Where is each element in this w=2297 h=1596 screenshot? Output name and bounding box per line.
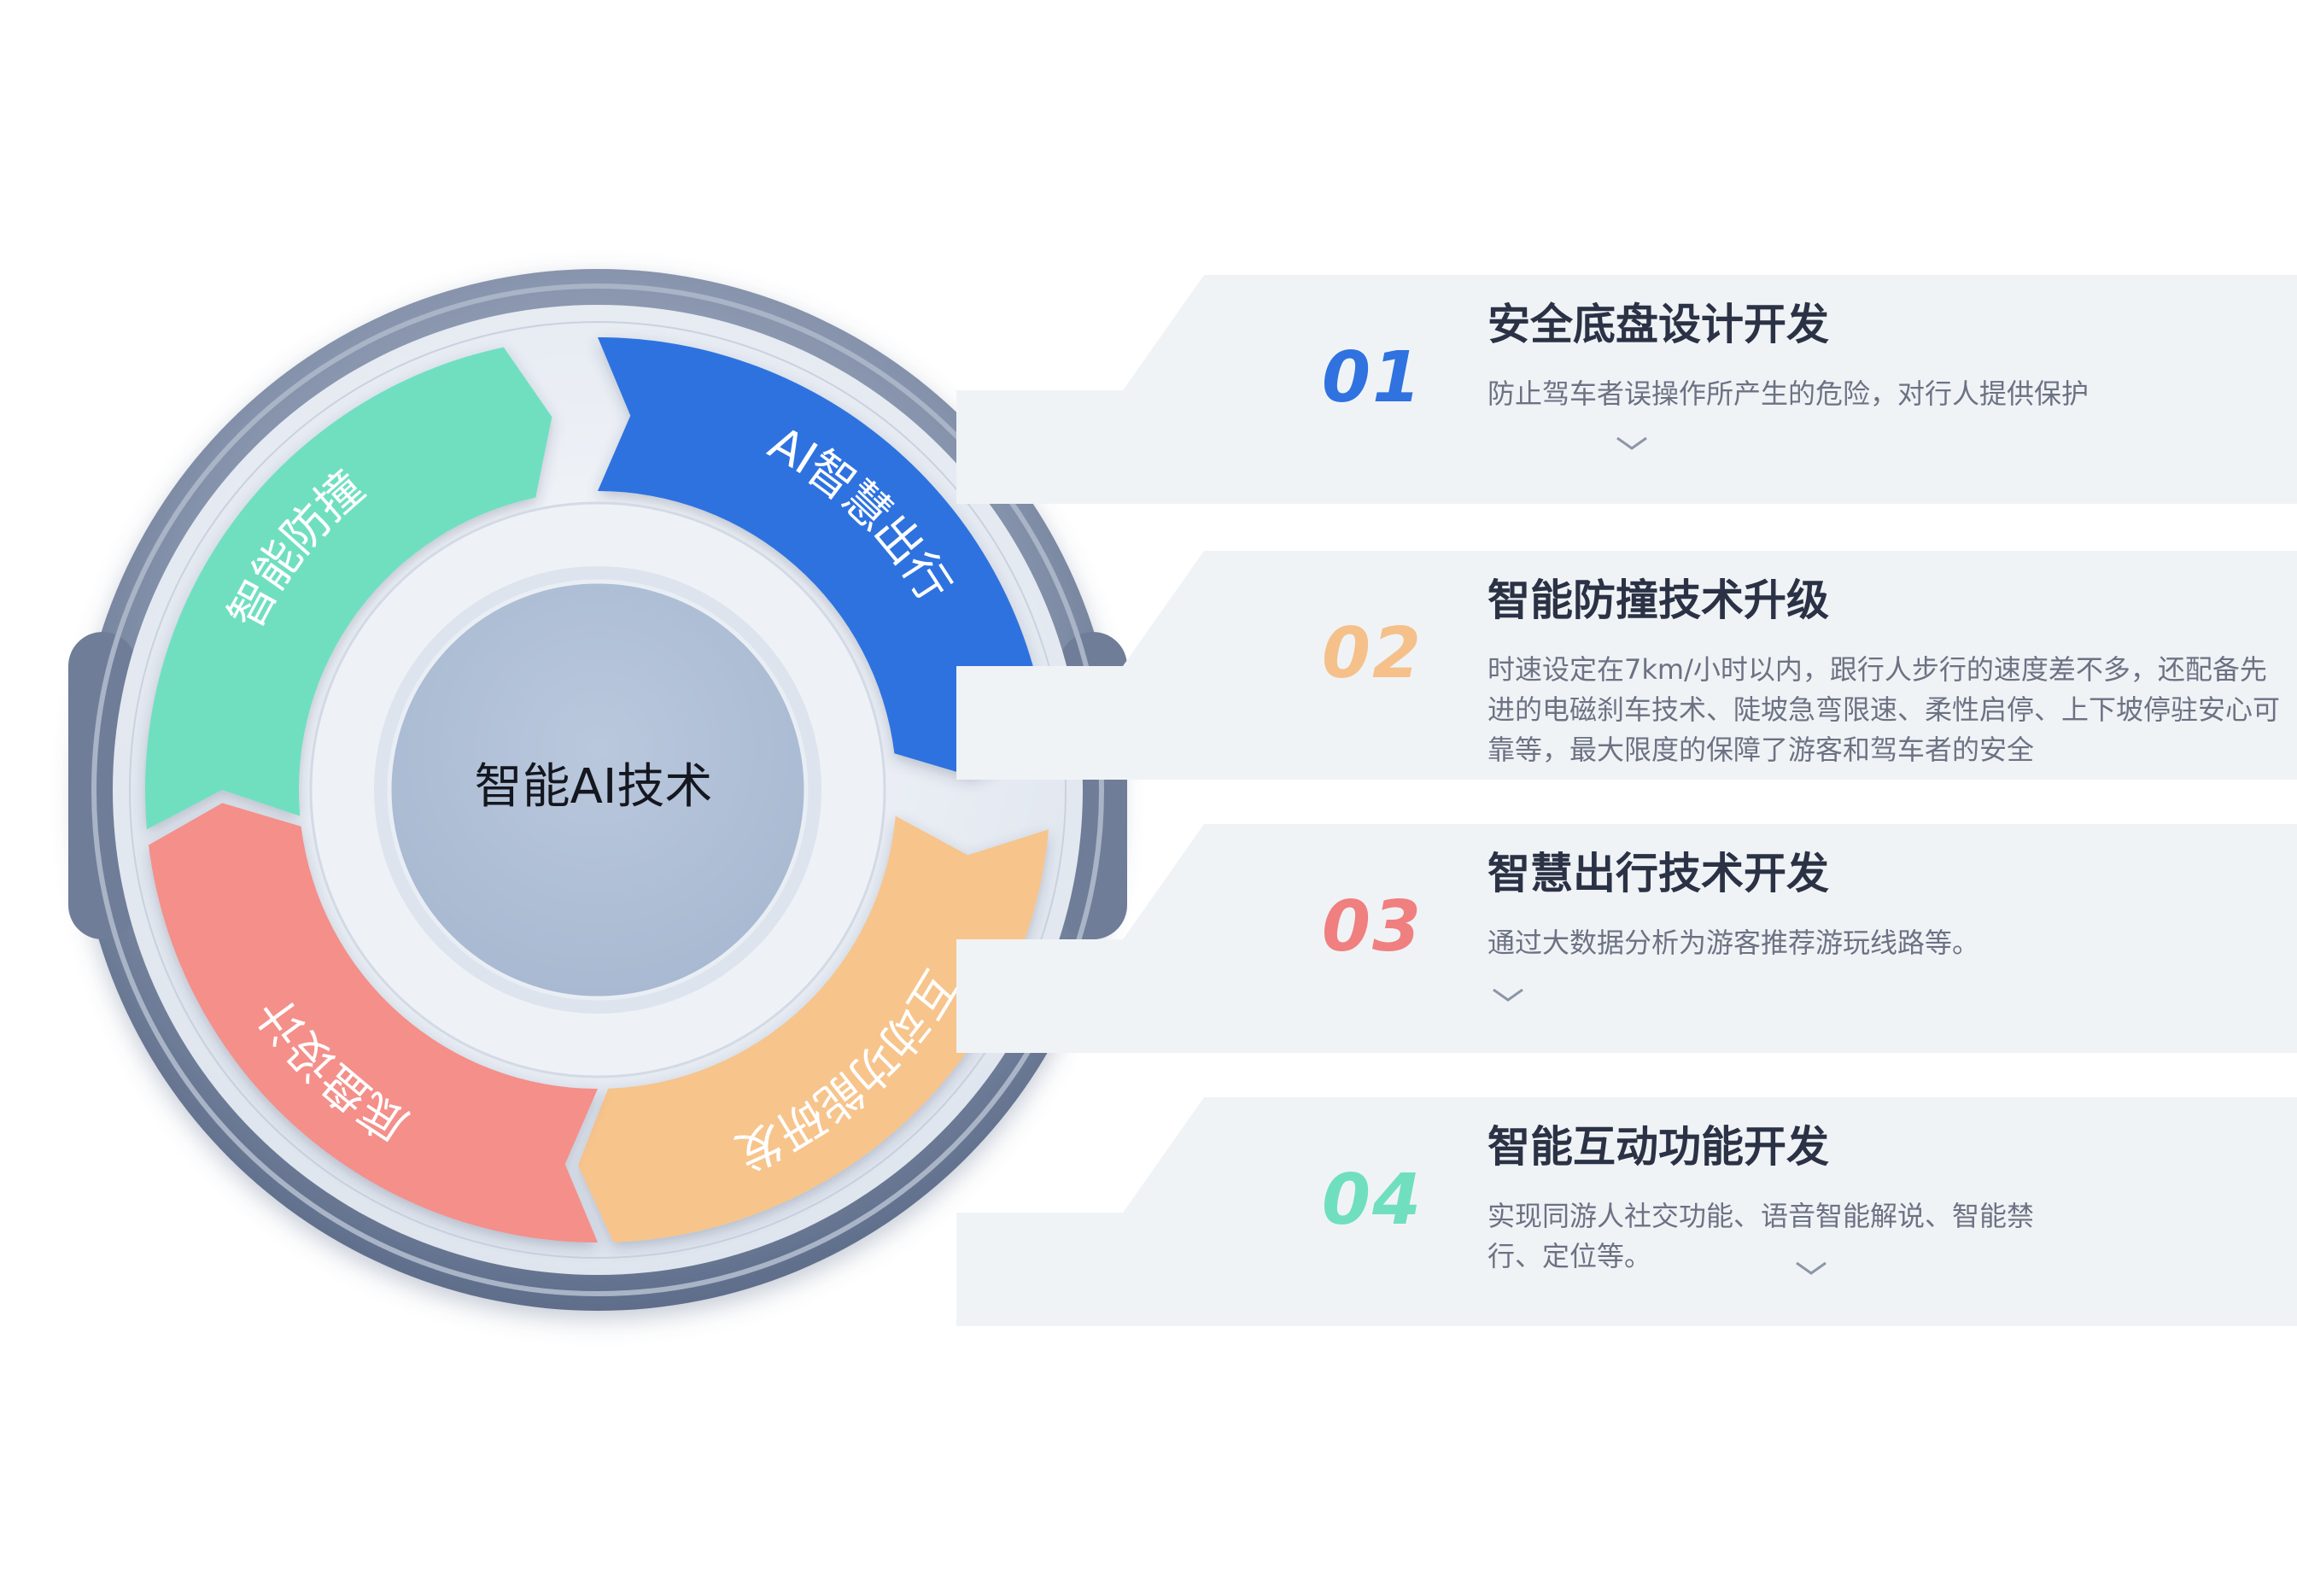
item-number: 02 [1322, 613, 1423, 694]
segment-1 [144, 347, 552, 830]
item-number: 01 [1322, 337, 1423, 418]
item-title: 智慧出行技术开发 [1487, 849, 1829, 898]
item-description: 防止驾车者误操作所产生的危险，对行人提供保护 [1487, 377, 2090, 410]
item-panel-3: 03 智慧出行技术开发 通过大数据分析为游客推荐游玩线路等。 [956, 824, 2297, 1053]
chevron-down-icon[interactable] [1490, 986, 1526, 1003]
item-title: 智能防撞技术升级 [1487, 576, 1829, 625]
segment-3 [578, 816, 1049, 1242]
item-number: 03 [1322, 886, 1423, 968]
item-number: 04 [1322, 1160, 1423, 1241]
panel-background [956, 1097, 2297, 1326]
chevron-down-icon[interactable] [1614, 435, 1650, 452]
item-panel-4: 04 智能互动功能开发 实现同游人社交功能、语音智能解说、智能禁行、定位等。 [956, 1097, 2297, 1326]
center-label: 智能AI技术 [475, 759, 713, 815]
item-description: 时速设定在7km/小时以内，跟行人步行的速度差不多，还配备先进的电磁刹车技术、陡… [1487, 653, 2281, 766]
wheel-plate-ring [129, 321, 1067, 1259]
item-panel-1: 01 安全底盘设计开发 防止驾车者误操作所产生的危险，对行人提供保护 [956, 275, 2297, 504]
chevron-down-icon[interactable] [1793, 1260, 1829, 1277]
segment-4 [149, 803, 598, 1242]
item-description: 通过大数据分析为游客推荐游玩线路等。 [1487, 927, 1980, 959]
panel-background [956, 824, 2297, 1053]
panel-background [956, 551, 2297, 780]
segment-2 [598, 337, 1047, 777]
item-panel-2: 02 智能防撞技术升级 时速设定在7km/小时以内，跟行人步行的速度差不多，还配… [956, 551, 2297, 780]
item-title: 智能互动功能开发 [1487, 1122, 1829, 1172]
core-circle [387, 579, 809, 1001]
panel-background [956, 275, 2297, 504]
item-description: 实现同游人社交功能、语音智能解说、智能禁行、定位等。 [1487, 1200, 2035, 1272]
item-title: 安全底盘设计开发 [1487, 300, 1829, 349]
